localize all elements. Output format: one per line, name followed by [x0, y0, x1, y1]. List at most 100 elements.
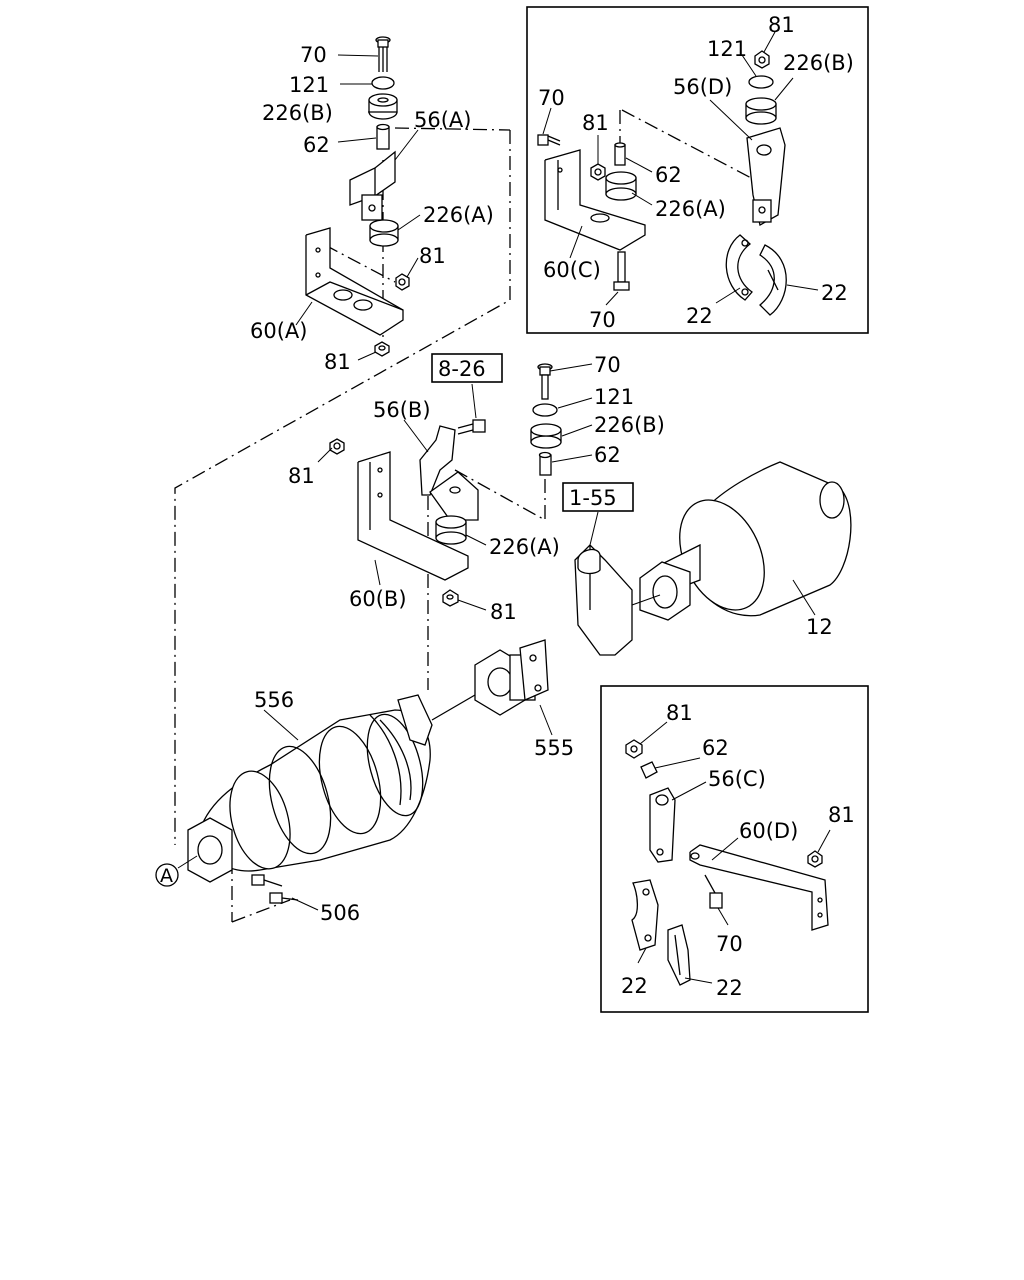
bolt-56b-screw: [457, 419, 486, 435]
inset-box-bottom-right: [600, 685, 869, 1013]
bracket-56a: [349, 150, 396, 221]
label-70-b: 70: [594, 353, 621, 377]
label-121-d: 121: [707, 37, 747, 61]
label-56b: 56(B): [373, 398, 431, 422]
nut-81-a2: [374, 341, 390, 357]
nut-81-b2: [442, 589, 459, 607]
label-60c: 60(C): [543, 258, 601, 282]
label-226a-c: 226(A): [655, 197, 726, 221]
cushion-226a-b: [435, 515, 467, 545]
label-70-c1: 70: [538, 86, 565, 110]
clamp-22-e1: [631, 879, 659, 951]
nut-81-e1: [625, 739, 643, 759]
view-a-marker: [155, 855, 198, 887]
label-22-c1: 22: [686, 304, 713, 328]
label-121-b: 121: [594, 385, 634, 409]
bolt-70-c1: [537, 134, 561, 146]
label-226b-b: 226(B): [594, 413, 665, 437]
label-60a: 60(A): [250, 319, 307, 343]
label-81-b2: 81: [490, 600, 517, 624]
ref-box-1-55: [562, 482, 634, 512]
bracket-60d: [689, 844, 829, 931]
label-81-e1: 81: [666, 701, 693, 725]
label-62-e: 62: [702, 736, 729, 760]
clamp-22-c1: [725, 234, 753, 301]
nut-81-e2: [807, 850, 823, 868]
bracket-56d: [746, 127, 786, 226]
clamp-22-e2: [667, 924, 691, 986]
collar-62-a: [376, 123, 390, 150]
label-81-c: 81: [582, 111, 609, 135]
flange-555: [431, 639, 553, 736]
label-70-e: 70: [716, 932, 743, 956]
bracket-60a: [305, 227, 404, 336]
collar-62-c: [614, 142, 626, 166]
bracket-56b: [419, 425, 479, 521]
nut-81-a1: [395, 273, 410, 291]
label-56a: 56(A): [414, 108, 471, 132]
nut-81-b1: [329, 438, 345, 455]
leaders-e: [637, 721, 831, 984]
label-70-c2: 70: [589, 308, 616, 332]
labels: 70 121 226(B) 62 56(A) 226(A) 81 60(A) 8…: [160, 13, 855, 1000]
label-226b-a: 226(B): [262, 101, 333, 125]
bracket-60c: [544, 149, 646, 251]
label-ref-8-26: 8-26: [438, 357, 486, 381]
label-22-c2: 22: [821, 281, 848, 305]
label-60d: 60(D): [739, 819, 798, 843]
label-56c: 56(C): [708, 767, 766, 791]
label-56d: 56(D): [673, 75, 732, 99]
leaders-a: [295, 54, 421, 361]
nut-81-c: [590, 163, 606, 181]
bolt-70-c2: [613, 251, 630, 291]
leaders-b: [317, 363, 593, 611]
label-70-a: 70: [300, 43, 327, 67]
label-view-a: A: [160, 865, 173, 887]
cushion-226b-d: [745, 97, 777, 125]
label-22-e1: 22: [621, 974, 648, 998]
cushion-226b-b: [530, 423, 562, 449]
label-121-a: 121: [289, 73, 329, 97]
label-556: 556: [254, 688, 294, 712]
label-555: 555: [534, 736, 574, 760]
exhaust-pipe-1-55: [574, 511, 633, 656]
catalyst-556: [187, 694, 433, 883]
label-60b: 60(B): [349, 587, 407, 611]
collar-62-b: [538, 451, 552, 476]
leaders-cd: [542, 31, 819, 306]
cushion-226a-c: [605, 171, 637, 201]
label-81-a1: 81: [419, 244, 446, 268]
label-62-b: 62: [594, 443, 621, 467]
bolt-70-a: [375, 36, 391, 72]
ref-box-8-26: [431, 353, 503, 383]
label-81-e2: 81: [828, 803, 855, 827]
label-62-c: 62: [655, 163, 682, 187]
label-ref-1-55: 1-55: [569, 486, 617, 510]
label-506: 506: [320, 901, 360, 925]
bolt-70-b: [537, 363, 553, 400]
washer-121-b: [532, 403, 558, 417]
washer-121-a: [371, 76, 395, 90]
clamp-22-c2: [759, 244, 787, 316]
inset-box-top-right: [526, 6, 869, 334]
collar-62-e: [640, 761, 658, 779]
label-81-b1: 81: [288, 464, 315, 488]
label-62-a: 62: [303, 133, 330, 157]
label-22-e2: 22: [716, 976, 743, 1000]
label-81-d1: 81: [768, 13, 795, 37]
bracket-56c: [649, 787, 676, 863]
label-226b-d: 226(B): [783, 51, 854, 75]
cushion-226a-a: [369, 219, 399, 247]
label-12: 12: [806, 615, 833, 639]
muffler-12: [631, 461, 852, 621]
nut-81-d1: [754, 50, 770, 69]
label-81-a2: 81: [324, 350, 351, 374]
label-226a-a: 226(A): [423, 203, 494, 227]
label-226a-b: 226(A): [489, 535, 560, 559]
bolt-70-e: [704, 874, 723, 909]
cushion-226b-a: [368, 93, 398, 120]
washer-121-d: [748, 75, 774, 89]
bolt-506: [251, 874, 319, 911]
bracket-60b: [357, 451, 469, 581]
